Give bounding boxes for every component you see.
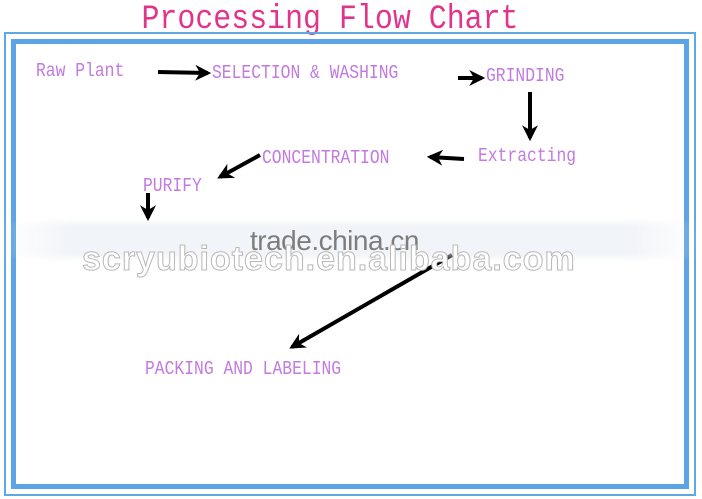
arrow-extracting-to-concentration-icon — [426, 149, 465, 166]
arrow-raw-to-selection-icon — [157, 64, 212, 81]
inner-frame-border — [11, 39, 689, 489]
arrow-to-packing-icon — [289, 253, 453, 349]
node-packing-labeling: PACKING AND LABELING — [145, 358, 342, 380]
node-selection-washing: SELECTION & WASHING — [212, 62, 399, 84]
node-concentration: CONCENTRATION — [262, 147, 390, 169]
watermark-band — [0, 222, 702, 258]
node-grinding: GRINDING — [486, 65, 565, 87]
watermark-trade-china: trade.china.cn — [250, 225, 419, 256]
node-extracting: Extracting — [478, 145, 577, 167]
node-raw-plant: Raw Plant — [36, 60, 125, 82]
outer-frame-border — [4, 32, 696, 496]
node-purify: PURIFY — [143, 175, 202, 197]
arrow-concentration-to-purify-icon — [217, 153, 261, 179]
watermark-alibaba: scryubiotech.en.alibaba.com — [82, 240, 576, 279]
